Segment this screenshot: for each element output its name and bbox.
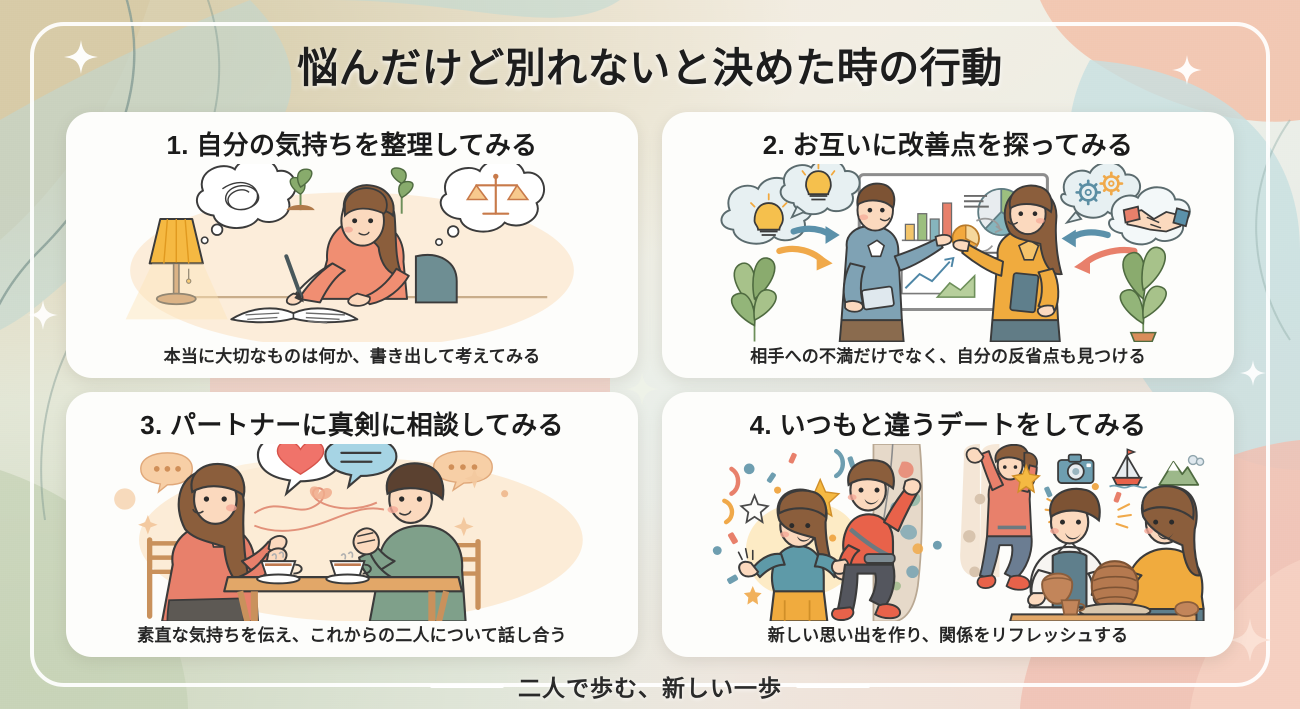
sparkle-icon <box>64 40 98 74</box>
card-2-title: 2. お互いに改善点を探ってみる <box>762 130 1134 160</box>
card-1-title: 1. 自分の気持ちを整理してみる <box>166 130 538 160</box>
footer-line-right <box>796 684 870 688</box>
card-2-illustration <box>662 164 1234 342</box>
card-1-illustration <box>66 164 638 342</box>
card-1[interactable]: 1. 自分の気持ちを整理してみる <box>66 112 638 378</box>
card-3-caption: 素直な気持ちを伝え、これからの二人について話し合う <box>137 626 567 645</box>
sparkle-icon <box>1240 360 1266 386</box>
card-4-illustration <box>662 443 1234 621</box>
card-3[interactable]: 3. パートナーに真剣に相談してみる <box>66 391 638 657</box>
footer-text: 二人で歩む、新しい一歩 <box>518 675 782 701</box>
page-title: 悩んだけど別れないと決めた時の行動 <box>297 45 1003 91</box>
card-3-title: 3. パートナーに真剣に相談してみる <box>140 409 564 440</box>
sparkle-icon <box>1228 618 1272 662</box>
footer-line-left <box>430 684 504 688</box>
card-1-caption: 本当に大切なものは何か、書き出して考えてみる <box>163 346 541 366</box>
card-2-caption: 相手への不満だけでなく、自分の反省点も見つける <box>750 346 1146 366</box>
card-4-title: 4. いつもと違うデートをしてみる <box>749 409 1147 440</box>
card-2[interactable]: 2. お互いに改善点を探ってみる <box>662 112 1234 378</box>
card-4[interactable]: 4. いつもと違うデートをしてみる <box>662 391 1234 657</box>
sparkle-icon <box>28 300 58 330</box>
sparkle-icon <box>1172 55 1202 85</box>
card-grid: 1. 自分の気持ちを整理してみる <box>66 112 1234 657</box>
card-4-caption: 新しい思い出を作り、関係をリフレッシュする <box>767 626 1129 645</box>
sparkle-icon <box>625 372 659 406</box>
card-3-illustration <box>66 443 638 621</box>
footer: 二人で歩む、新しい一歩 <box>0 669 1300 703</box>
